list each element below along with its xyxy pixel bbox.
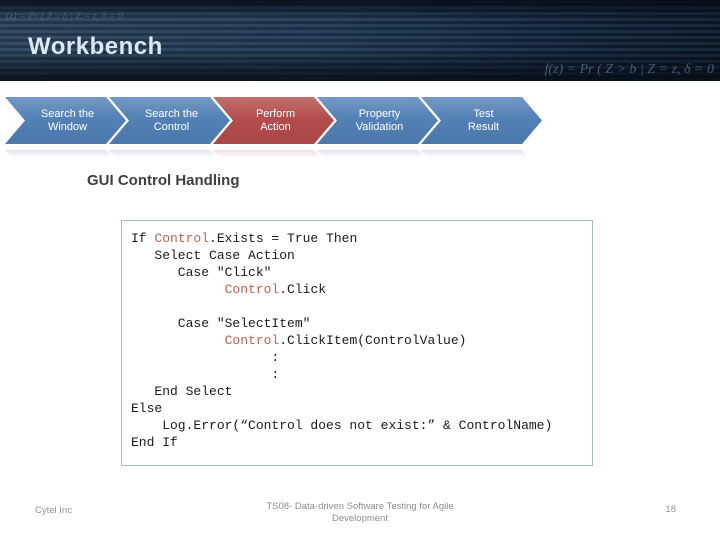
process-step-property-validation: Property Validation — [317, 150, 438, 159]
process-step-test-result: Test Result — [421, 97, 542, 144]
code-block: If Control.Exists = True Then Select Cas… — [131, 230, 592, 451]
step-label: Property — [358, 107, 401, 120]
code-line: Control.ClickItem(ControlValue) — [224, 333, 467, 348]
code-line: Log.Error(“Control does not exist:” & Co… — [131, 418, 553, 433]
step-label: Action — [260, 120, 291, 133]
process-step-search-window: Search the Window — [5, 150, 126, 159]
code-line: End Select — [131, 384, 233, 399]
step-label: Control — [153, 120, 190, 133]
header-banner: (z) = Pr ( Z ≥ b | Z = z, δ = 0 Workbenc… — [0, 0, 720, 81]
step-label: Window — [47, 120, 88, 133]
step-label: Test — [473, 107, 494, 120]
process-step-test-result: Test Result — [421, 150, 542, 159]
code-line: If Control.Exists = True Then — [131, 231, 358, 246]
process-strip: Search the Window Search the Control Per… — [5, 97, 542, 144]
page-title: Workbench — [28, 33, 163, 60]
step-label: Search the — [40, 107, 95, 120]
code-line: Control.Click — [224, 282, 327, 297]
footer-company: Cytel Inc — [35, 505, 72, 516]
slide-heading: GUI Control Handling — [87, 172, 240, 189]
process-strip-reflection: Search the Window Search the Control Per… — [5, 150, 545, 159]
code-line: End If — [131, 435, 178, 450]
step-label: Search the — [144, 107, 199, 120]
process-step-property-validation: Property Validation — [317, 97, 438, 144]
code-token-control: Control — [224, 282, 280, 297]
process-step-search-window: Search the Window — [5, 97, 126, 144]
code-line: : — [131, 350, 280, 365]
code-token-control: Control — [154, 231, 210, 246]
process-step-search-control: Search the Control — [109, 97, 230, 144]
math-watermark-bottom: f(z) = Pr ( Z > b | Z = z, δ = 0 — [544, 62, 715, 77]
process-step-perform-action: Perform Action — [213, 150, 334, 159]
code-box: If Control.Exists = True Then Select Cas… — [121, 220, 593, 466]
footer-session-line2: Development — [332, 513, 388, 524]
process-step-perform-action: Perform Action — [213, 97, 334, 144]
footer-session-title: TS08- Data-driven Software Testing for A… — [190, 501, 530, 525]
code-line: Else — [131, 401, 163, 416]
code-line: Select Case Action — [131, 248, 295, 263]
footer-session-line1: TS08- Data-driven Software Testing for A… — [266, 501, 454, 512]
step-label: Validation — [355, 120, 404, 133]
step-label: Result — [467, 120, 500, 133]
step-label: Perform — [255, 107, 296, 120]
process-step-search-control: Search the Control — [109, 150, 230, 159]
code-line — [131, 298, 592, 315]
code-line: Case "Click" — [131, 265, 272, 280]
code-line: : — [131, 367, 280, 382]
code-line: Case "SelectItem" — [131, 316, 311, 331]
code-token-control: Control — [224, 333, 280, 348]
math-watermark-top: (z) = Pr ( Z ≥ b | Z = z, δ = 0 — [6, 11, 124, 22]
page-number: 18 — [665, 504, 676, 515]
